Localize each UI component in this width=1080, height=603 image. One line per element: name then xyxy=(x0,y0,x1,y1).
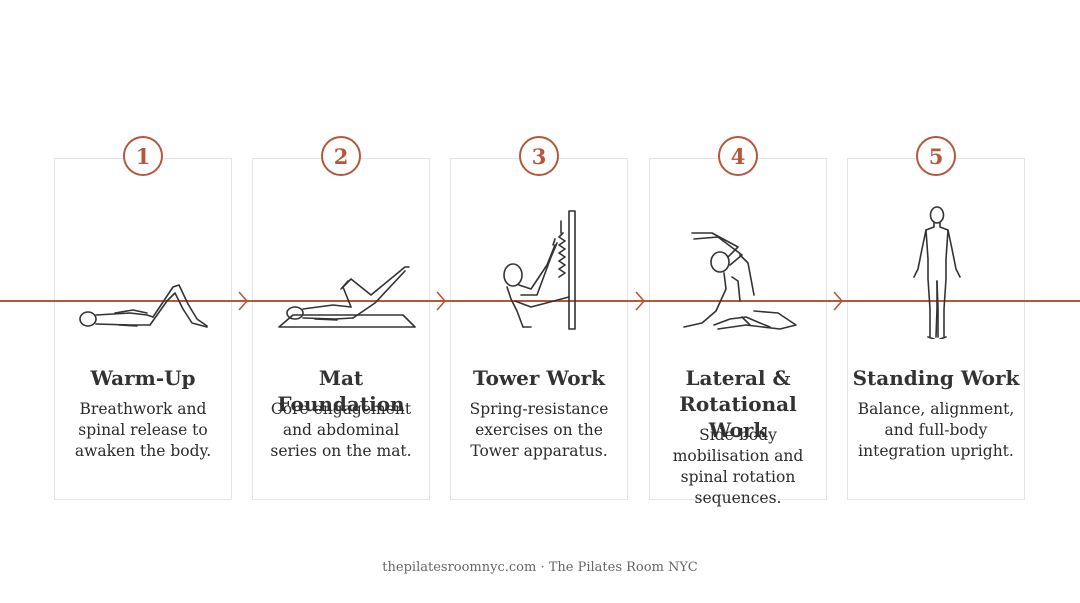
step-card-5: Standing Work Balance, alignment, and fu… xyxy=(847,158,1025,500)
step-card-2: Mat Foundation Core engagement and abdom… xyxy=(252,158,430,500)
timeline-segment xyxy=(54,300,232,302)
step-title: Lateral & Rotational Work xyxy=(679,366,797,442)
step-number-badge: 3 xyxy=(519,136,559,176)
mat-leg-lift-icon xyxy=(278,266,416,328)
seated-side-bend-icon xyxy=(683,232,797,330)
timeline-segment xyxy=(847,300,1025,302)
chevron-right-icon xyxy=(436,291,447,311)
step-number-badge: 4 xyxy=(718,136,758,176)
chevron-right-icon xyxy=(238,291,249,311)
step-card-4: Lateral & Rotational Work Side-body mobi… xyxy=(649,158,827,507)
step-title: Mat Foundation xyxy=(277,366,405,416)
timeline-segment xyxy=(649,300,827,302)
step-number-badge: 5 xyxy=(916,136,956,176)
step-card-3: Tower Work Spring-resistance exercises o… xyxy=(450,158,628,500)
step-title: Standing Work xyxy=(852,366,1020,390)
chevron-right-icon xyxy=(635,291,646,311)
step-description: Spring-resistance exercises on the Tower… xyxy=(469,400,609,460)
step-description: Breathwork and spinal release to awaken … xyxy=(74,400,212,460)
timeline-segment xyxy=(252,300,430,302)
step-title: Warm-Up xyxy=(90,366,196,390)
step-description: Core engagement and abdominal series on … xyxy=(270,400,412,460)
tower-spring-icon xyxy=(503,210,576,330)
step-number-badge: 2 xyxy=(321,136,361,176)
step-description: Side-body mobilisation and spinal rotati… xyxy=(672,426,804,507)
step-description: Balance, alignment, and full-body integr… xyxy=(857,400,1015,460)
timeline-segment xyxy=(450,300,628,302)
step-number-badge: 1 xyxy=(123,136,163,176)
footer-credit: thepilatesroomnyc.com · The Pilates Room… xyxy=(382,560,698,575)
step-card-1: Warm-Up Breathwork and spinal release to… xyxy=(54,158,232,500)
standing-figure-icon xyxy=(913,206,961,339)
chevron-right-icon xyxy=(833,291,844,311)
step-title: Tower Work xyxy=(473,366,605,390)
supine-knees-bent-icon xyxy=(79,284,208,328)
